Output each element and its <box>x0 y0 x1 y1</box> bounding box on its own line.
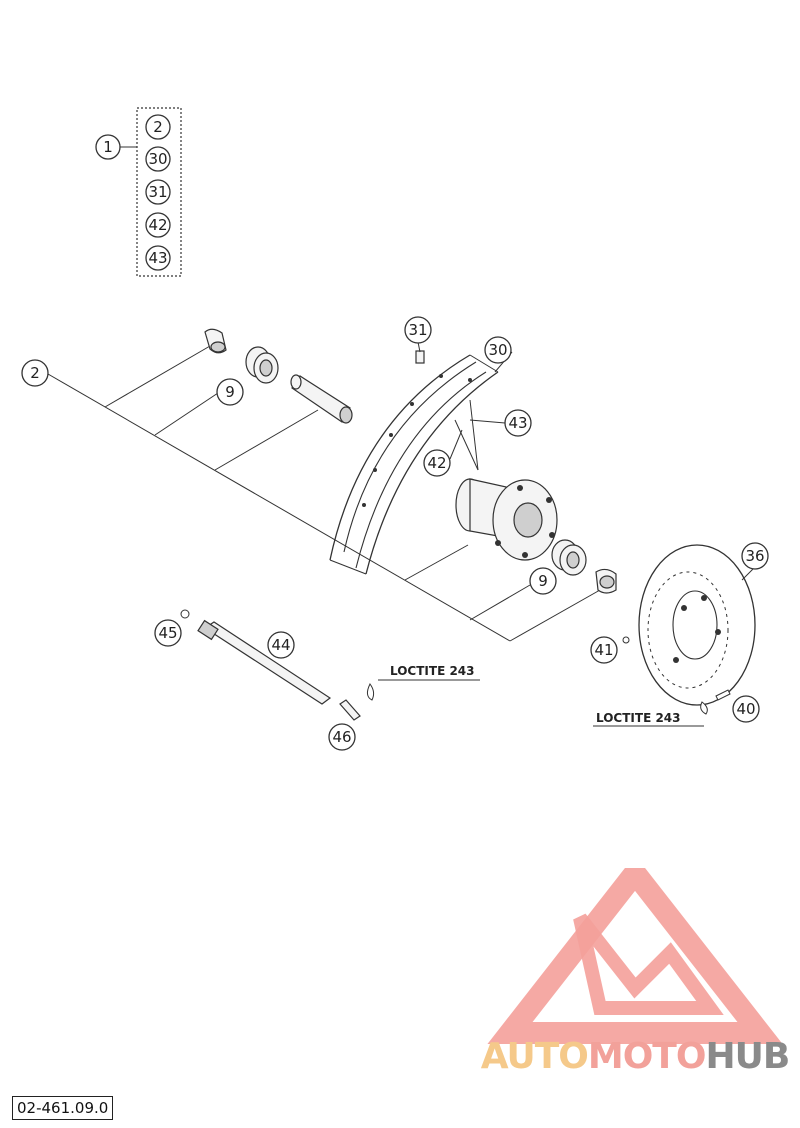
loctite-note-left: LOCTITE 243 <box>390 664 475 678</box>
washer-45 <box>180 609 190 619</box>
callout-40[interactable]: 40 <box>732 695 760 723</box>
svg-text:31: 31 <box>408 321 427 339</box>
wheel-hub <box>455 478 558 561</box>
svg-text:42: 42 <box>148 216 167 234</box>
loctite-drop-right <box>700 701 708 715</box>
watermark-moto: MOTO <box>587 1036 707 1077</box>
svg-text:46: 46 <box>332 728 351 746</box>
spokes <box>454 399 479 471</box>
svg-text:30: 30 <box>488 341 507 359</box>
svg-text:1: 1 <box>103 138 113 156</box>
svg-text:2: 2 <box>153 118 163 136</box>
watermark-brand: AUTOMOTOHUB <box>470 1036 800 1077</box>
svg-text:30: 30 <box>148 150 167 168</box>
kit-member-42[interactable]: 42 <box>145 212 171 238</box>
assembly-axis-lines <box>47 345 601 642</box>
svg-text:40: 40 <box>736 700 755 718</box>
callout-46[interactable]: 46 <box>328 723 356 751</box>
svg-text:31: 31 <box>148 183 167 201</box>
svg-text:41: 41 <box>594 641 613 659</box>
reference-number: 02-461.09.0 <box>12 1096 114 1120</box>
valve-nipple <box>415 350 425 364</box>
watermark: AUTOMOTOHUB <box>470 868 800 1098</box>
screw-40 <box>715 689 731 701</box>
svg-text:9: 9 <box>225 383 235 401</box>
svg-text:45: 45 <box>158 624 177 642</box>
svg-text:2: 2 <box>30 364 40 382</box>
callout-36[interactable]: 36 <box>741 542 769 570</box>
spacer-bushing-lower <box>595 568 617 594</box>
svg-text:43: 43 <box>148 249 167 267</box>
kit-member-2[interactable]: 2 <box>145 114 171 140</box>
watermark-hub: HUB <box>705 1036 790 1077</box>
loctite-drop-left <box>366 683 375 701</box>
kit-member-30[interactable]: 30 <box>145 146 171 172</box>
svg-text:36: 36 <box>745 547 764 565</box>
callout-41[interactable]: 41 <box>590 636 618 664</box>
bearing-upper <box>245 346 279 384</box>
svg-text:44: 44 <box>271 636 290 654</box>
wheel-axle <box>197 619 332 705</box>
svg-text:43: 43 <box>508 414 527 432</box>
kit-member-43[interactable]: 43 <box>145 245 171 271</box>
watermark-logo-icon <box>487 868 783 1044</box>
loctite-note-right: LOCTITE 243 <box>596 711 681 725</box>
callout-45[interactable]: 45 <box>154 619 182 647</box>
callout-42[interactable]: 42 <box>423 449 451 477</box>
wheel-rim <box>329 354 499 575</box>
callout-30[interactable]: 30 <box>484 336 512 364</box>
callout-43[interactable]: 43 <box>504 409 532 437</box>
watermark-auto: AUTO <box>480 1036 589 1077</box>
callout-2[interactable]: 2 <box>21 359 49 387</box>
kit-group: 1 2 30 31 42 43 <box>95 107 182 277</box>
washer-41 <box>622 636 630 644</box>
bolt-46 <box>339 699 361 721</box>
spacer-tube <box>290 374 353 424</box>
svg-text:9: 9 <box>538 572 548 590</box>
callout-31[interactable]: 31 <box>404 316 432 344</box>
callout-44[interactable]: 44 <box>267 631 295 659</box>
kit-member-31[interactable]: 31 <box>145 179 171 205</box>
spacer-bushing-upper <box>204 328 227 354</box>
callout-9-lower[interactable]: 9 <box>529 567 557 595</box>
kit-callout-1[interactable]: 1 <box>95 134 121 160</box>
brake-disc <box>638 544 756 706</box>
bearing-lower <box>551 539 587 576</box>
svg-text:42: 42 <box>427 454 446 472</box>
callout-9-upper[interactable]: 9 <box>216 378 244 406</box>
